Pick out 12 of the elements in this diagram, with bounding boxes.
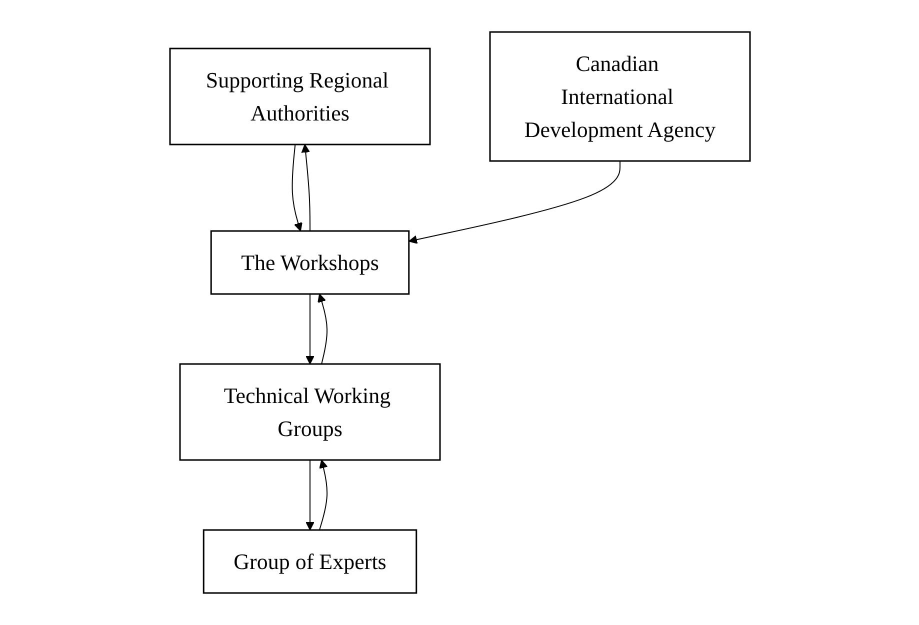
node-box: Group of Experts: [202, 529, 417, 594]
arrow: [317, 294, 328, 364]
node-box: Technical Working Groups: [178, 363, 440, 461]
arrow: [300, 144, 310, 232]
arrow: [305, 294, 314, 364]
arrow: [318, 460, 328, 530]
node-box: The Workshops: [210, 230, 410, 295]
arrow: [291, 144, 302, 232]
node-box: Canadian International Development Agency: [488, 31, 750, 162]
node-box: Supporting Regional Authorities: [168, 48, 430, 146]
arrow: [408, 160, 620, 244]
arrow: [305, 460, 314, 530]
